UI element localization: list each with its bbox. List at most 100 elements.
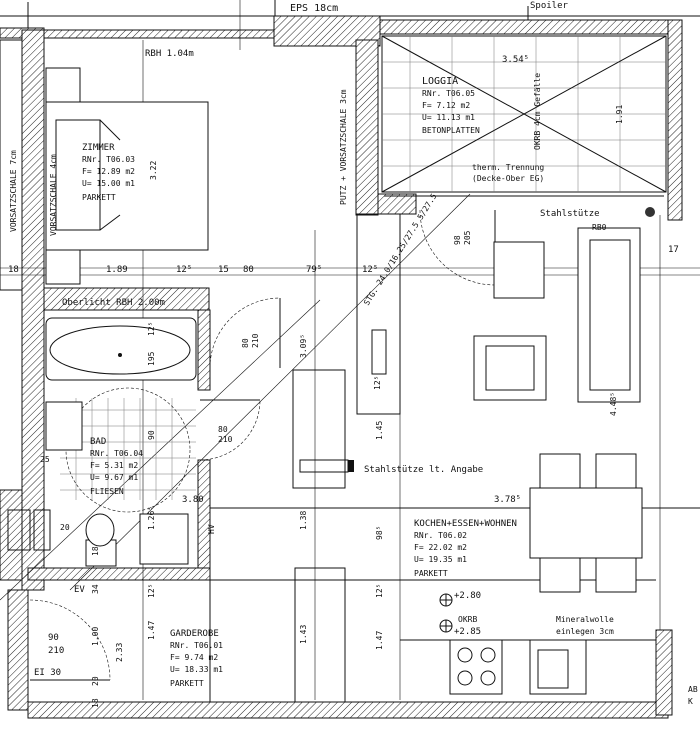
garderobe-rnr: RNr. T06.01 — [170, 641, 223, 650]
dim-row-6: 79⁵ — [306, 265, 322, 275]
stahlstuetze-mid: Stahlstütze lt. Angabe — [364, 465, 483, 475]
chair-1 — [539, 453, 581, 489]
washing-machine — [139, 513, 189, 565]
kochen-dim-138: 1.38 — [299, 511, 308, 530]
dim-row-2: 1.89 — [106, 265, 128, 275]
steel-column — [645, 207, 655, 217]
door-b-width: 80 — [218, 425, 228, 434]
wall-loggia-right — [667, 19, 683, 221]
zimmer-name: ZIMMER — [82, 143, 115, 153]
washbasin — [45, 401, 83, 451]
stair-dim-309: 3.09⁵ — [299, 334, 308, 358]
wall-top-zimmer — [43, 29, 275, 39]
dim-row-3: 12⁵ — [176, 265, 192, 275]
pillow-top — [45, 67, 81, 103]
garderobe-dim-100: 1.00 — [91, 627, 100, 646]
kochen-dim-448: 4.48⁵ — [609, 392, 618, 416]
garderobe-dim-34: 34 — [91, 584, 100, 594]
zimmer-dim-height: 3.22 — [149, 161, 158, 180]
door-a-height: 210 — [251, 333, 260, 348]
bad-dim-195: 195 — [147, 351, 156, 366]
loggia-thermal-2: (Decke-Ober EG) — [472, 174, 544, 183]
bad-dim-380: 3.80 — [182, 495, 204, 505]
dim-row-4: 15 — [218, 265, 229, 275]
bad-floor: FLIESEN — [90, 487, 124, 496]
bad-name: BAD — [90, 437, 106, 447]
garderobe-floor: PARKETT — [170, 679, 204, 688]
eps-label: EPS 18cm — [290, 3, 338, 14]
door-loggia-height: 205 — [463, 230, 472, 245]
kochen-dim-147: 1.47 — [375, 631, 384, 650]
wall-bad-right-lower — [197, 459, 211, 571]
wall-bottom — [27, 701, 669, 719]
wall-loggia-bottom — [377, 193, 417, 215]
bad-dim-1265: 1.26⁵ — [147, 506, 156, 530]
loggia-perimeter: U= 11.13 m1 — [422, 113, 475, 122]
bad-dim-25: 25 — [40, 455, 50, 464]
loggia-dim-width: 3.54⁵ — [502, 55, 529, 65]
wall-loggia-left — [355, 39, 379, 216]
mineralwolle-2: einlegen 3cm — [556, 627, 614, 636]
kochen-perimeter: U= 19.35 m1 — [414, 555, 467, 564]
level-mark-2: +2.85 — [454, 627, 481, 637]
wall-left-outer — [21, 29, 45, 591]
loggia-area — [381, 35, 667, 197]
loggia-floor: BETONPLATTEN — [422, 126, 480, 135]
walls — [0, 15, 683, 719]
dim-row-5: 80 — [243, 265, 254, 275]
bad-perimeter: U= 9.67 m1 — [90, 473, 138, 482]
garderobe-name: GARDEROBE — [170, 629, 219, 639]
rb-label: RB0 — [592, 223, 607, 232]
wall-zimmer-bad — [43, 287, 210, 311]
bathtub — [45, 317, 197, 381]
garderobe-dim-143: 1.43 — [299, 625, 308, 644]
zimmer-furniture — [0, 39, 209, 291]
level-mark-1: +2.80 — [454, 591, 481, 601]
loggia-area: F= 7.12 m2 — [422, 101, 470, 110]
pillow-bottom — [45, 249, 81, 285]
kochen-dim-985: 98⁵ — [375, 526, 384, 540]
door-a-width: 80 — [241, 338, 250, 348]
wall-bad-right — [197, 309, 211, 391]
kochen-rnr: RNr. T06.02 — [414, 531, 467, 540]
right-edge-2: K — [688, 697, 693, 706]
wall-loggia-top — [379, 19, 671, 35]
garderobe-perimeter: U= 18.33 m1 — [170, 665, 223, 674]
loggia-dim-right: 1.91 — [615, 105, 624, 124]
dim-row-8: 17 — [668, 245, 679, 255]
wall-left-lower — [7, 589, 29, 711]
garderobe-area: F= 9.74 m2 — [170, 653, 218, 662]
door-ei30: EI 30 — [34, 668, 61, 678]
garderobe-ev: EV — [74, 585, 85, 595]
garderobe-dim-125: 12⁵ — [147, 584, 156, 598]
bad-rnr: RNr. T06.04 — [90, 449, 143, 458]
right-edge-1: AB — [688, 685, 698, 694]
door-entry-width: 90 — [48, 633, 59, 643]
wall-bad-garderobe — [27, 567, 211, 581]
loggia-okrb: OKRB 4cm Gefälle — [533, 73, 542, 150]
bed — [45, 101, 209, 251]
side-table — [493, 241, 545, 299]
stair-dim-125: 12⁵ — [373, 376, 382, 390]
door-loggia-width: 98 — [453, 235, 462, 245]
kochen-area: F= 22.02 m2 — [414, 543, 467, 552]
spoiler-label: Spoiler — [530, 1, 569, 11]
kochen-dim-125: 12⁵ — [375, 584, 384, 598]
bad-dim-18: 18 — [91, 546, 100, 556]
dim-row-7: 12⁵ — [362, 265, 378, 275]
hv-label: HV — [207, 524, 216, 534]
chair-2 — [595, 453, 637, 489]
chair-4 — [595, 557, 637, 593]
wall-right-lower — [655, 629, 673, 716]
zimmer-rnr: RNr. T06.03 — [82, 155, 135, 164]
garderobe-dim-233: 2.33 — [115, 643, 124, 662]
dim-row-1: 18 — [8, 265, 19, 275]
stair-dim-145: 1.45 — [375, 421, 384, 440]
left-vorsatzschale-2: VORSATZSCHALE 4cm — [49, 154, 58, 236]
bad-area: F= 5.31 m2 — [90, 461, 138, 470]
kochen-dim-378: 3.78⁵ — [494, 495, 521, 505]
bad-dim-125: 12⁵ — [147, 322, 156, 336]
loggia-name: LOGGIA — [422, 76, 458, 87]
zimmer-floor: PARKETT — [82, 193, 116, 202]
